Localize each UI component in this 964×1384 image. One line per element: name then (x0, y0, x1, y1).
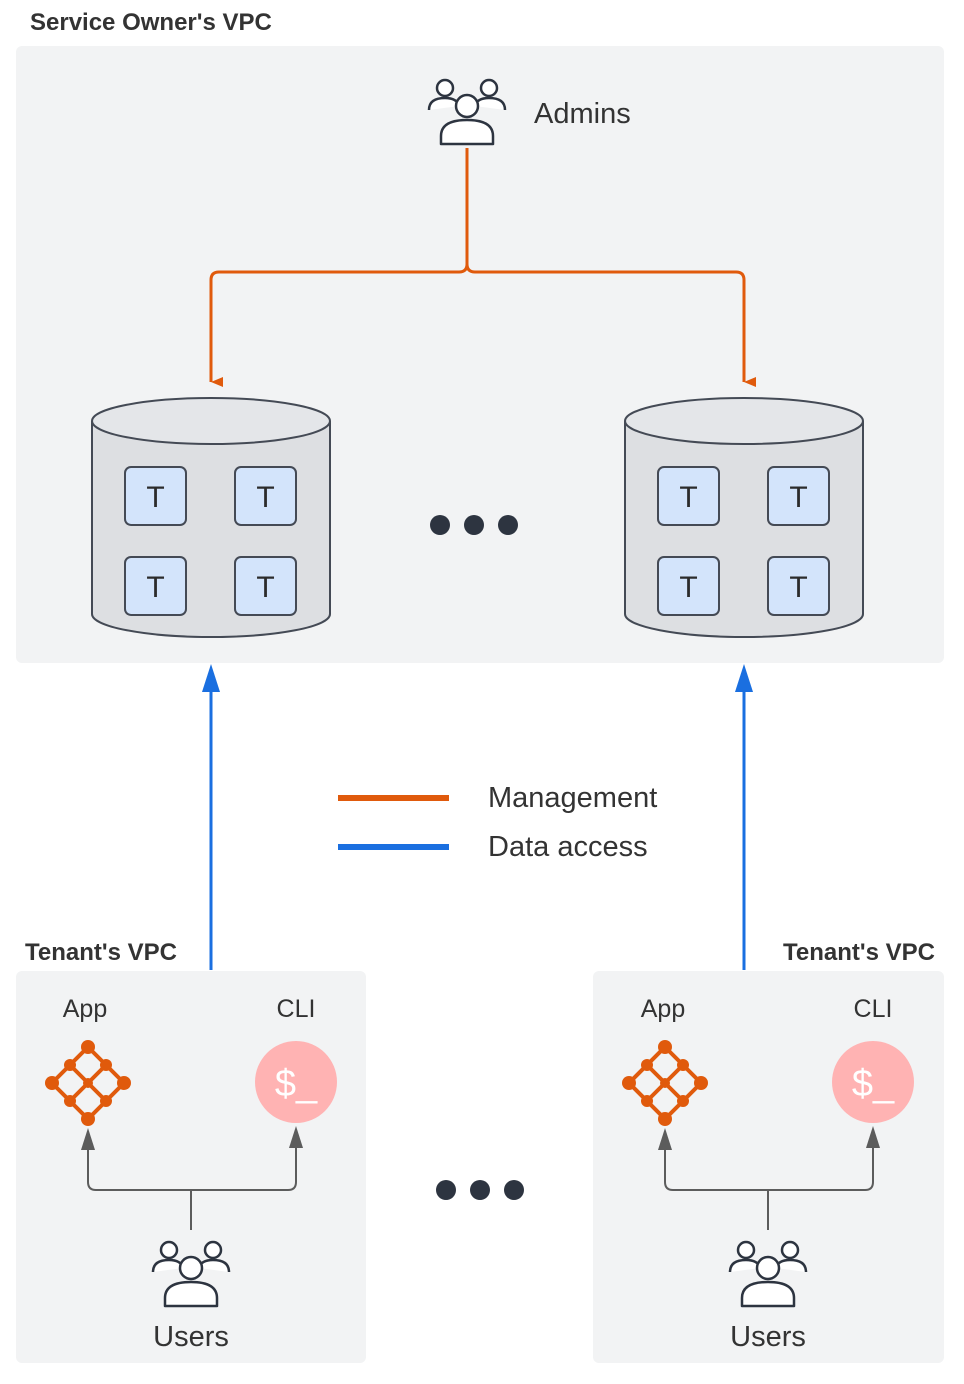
app-label: App (641, 995, 685, 1023)
table-tile: T (124, 556, 187, 616)
table-tile: T (767, 466, 830, 526)
ellipsis-icon (436, 1180, 524, 1200)
table-tile: T (124, 466, 187, 526)
arrow-head (658, 1128, 672, 1150)
ellipsis-icon (430, 515, 518, 535)
legend-management-label: Management (488, 782, 657, 814)
tenant-vpc-title: Tenant's VPC (783, 939, 935, 966)
table-tile: T (657, 466, 720, 526)
users-connector (664, 1148, 874, 1230)
legend: Management Data access (338, 782, 657, 863)
svg-text:T: T (789, 481, 807, 514)
management-connector (209, 148, 756, 387)
svg-text:$_: $_ (852, 1063, 895, 1105)
table-tile: T (234, 556, 297, 616)
cli-label: CLI (854, 995, 893, 1023)
service-vpc-title: Service Owner's VPC (30, 9, 272, 36)
cli-label: CLI (277, 995, 316, 1023)
arrow-head (866, 1126, 880, 1148)
terminal-icon: $_ (255, 1041, 337, 1123)
svg-text:T: T (256, 481, 274, 514)
legend-data-access-label: Data access (488, 831, 648, 863)
terminal-icon: $_ (832, 1041, 914, 1123)
arrow-head (81, 1128, 95, 1150)
table-tile: T (234, 466, 297, 526)
arrow-head (289, 1126, 303, 1148)
tenant-vpc-title: Tenant's VPC (25, 939, 177, 966)
svg-text:T: T (256, 571, 274, 604)
svg-text:T: T (679, 481, 697, 514)
admins-label: Admins (534, 98, 631, 130)
svg-text:T: T (146, 481, 164, 514)
users-connector (87, 1148, 297, 1230)
data-access-connector (735, 664, 753, 970)
svg-text:T: T (146, 571, 164, 604)
users-label: Users (153, 1321, 229, 1353)
users-label: Users (730, 1321, 806, 1353)
data-access-connector (202, 664, 220, 970)
svg-text:T: T (679, 571, 697, 604)
app-label: App (63, 995, 107, 1023)
table-tile: T (767, 556, 830, 616)
table-tile: T (657, 556, 720, 616)
svg-text:$_: $_ (275, 1063, 318, 1105)
svg-text:T: T (789, 571, 807, 604)
